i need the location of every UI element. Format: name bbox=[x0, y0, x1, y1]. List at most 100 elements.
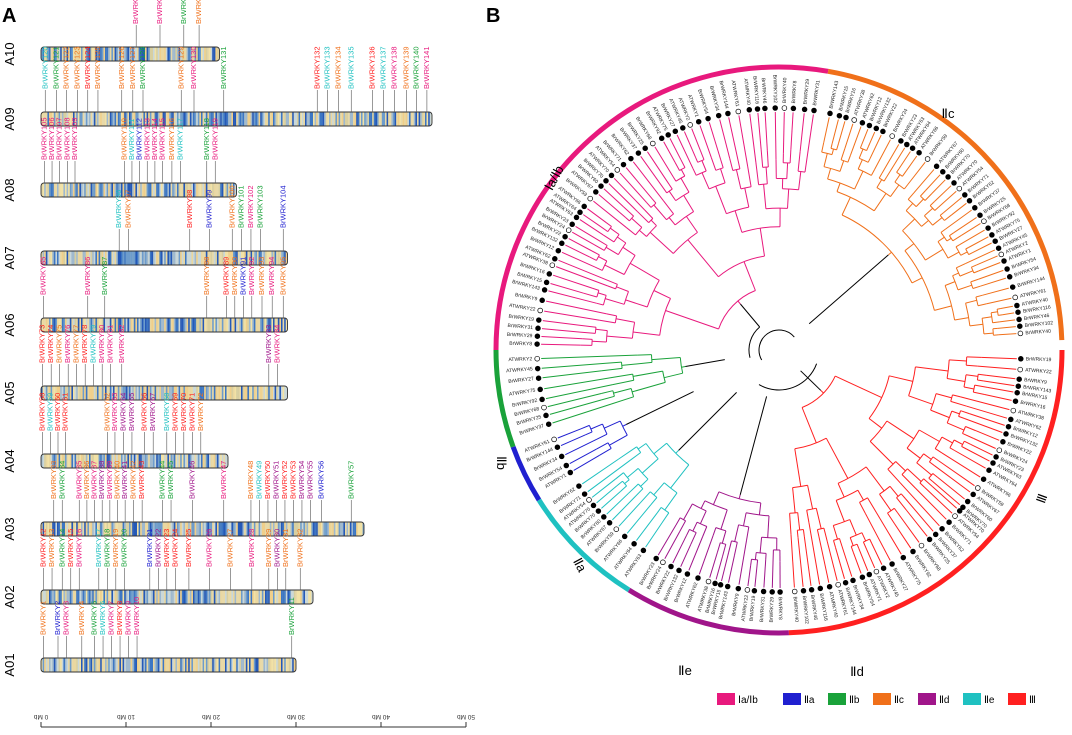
leaf-marker bbox=[851, 117, 857, 123]
gene-label: BrWRKY58 bbox=[38, 393, 47, 431]
gene-label: BrWRKY102 bbox=[246, 185, 255, 228]
tree-branch bbox=[998, 333, 1017, 336]
tree-branch bbox=[928, 477, 934, 482]
tree-branch bbox=[840, 148, 846, 160]
tree-branch bbox=[913, 169, 935, 194]
tree-branch bbox=[820, 389, 824, 394]
tree-branch bbox=[890, 184, 900, 197]
gene-label: BrWRKY108 bbox=[62, 117, 71, 160]
leaf-marker bbox=[672, 128, 679, 135]
tree-branch bbox=[571, 231, 595, 246]
tree-branch bbox=[606, 313, 617, 317]
leaf-marker bbox=[684, 571, 691, 577]
gene-label: BrWRKY59 bbox=[45, 393, 54, 431]
tree-branch bbox=[614, 472, 624, 480]
gene-label: BrWRKY132 bbox=[312, 46, 321, 89]
leaf-label: BrWRKY40 bbox=[782, 77, 789, 103]
tree-branch bbox=[998, 314, 1003, 316]
tree-branch bbox=[640, 156, 660, 183]
tree-arc bbox=[863, 538, 870, 543]
tree-branch bbox=[905, 203, 914, 211]
tree-arc bbox=[841, 214, 913, 284]
gene-label: BrWRKY53 bbox=[288, 461, 297, 499]
tree-branch bbox=[552, 403, 612, 424]
tree-branch bbox=[610, 373, 633, 379]
tree-branch bbox=[857, 159, 863, 170]
tree-branch bbox=[735, 169, 742, 190]
tree-branch bbox=[685, 529, 690, 537]
tree-branch bbox=[738, 494, 741, 499]
tree-branch bbox=[923, 453, 932, 460]
tree-branch bbox=[978, 262, 1001, 272]
tree-arc bbox=[607, 442, 612, 449]
tree-branch bbox=[541, 328, 581, 333]
tree-arc bbox=[726, 206, 749, 215]
tree-branch bbox=[958, 415, 965, 419]
tree-branch bbox=[611, 379, 634, 386]
gene-label: BrWRKY71 bbox=[187, 393, 196, 431]
tree-branch bbox=[672, 535, 687, 564]
group-arc bbox=[510, 445, 542, 502]
leaf-marker bbox=[975, 485, 981, 491]
tree-branch bbox=[607, 285, 616, 290]
tree-branch bbox=[601, 490, 622, 509]
tree-branch bbox=[699, 510, 707, 524]
tree-branch bbox=[547, 392, 602, 408]
leaf-label: BrWRKY144 bbox=[1017, 276, 1046, 289]
tree-branch bbox=[617, 236, 627, 244]
gene-label: BrWRKY35 bbox=[74, 461, 83, 499]
tree-backbone bbox=[808, 254, 889, 325]
leaf-marker bbox=[598, 183, 604, 189]
tree-branch bbox=[934, 305, 952, 311]
tree-branch bbox=[701, 160, 707, 172]
leaf-marker bbox=[650, 140, 656, 147]
tree-branch bbox=[934, 465, 971, 493]
leaf-marker bbox=[1000, 439, 1006, 445]
tree-branch bbox=[590, 423, 603, 430]
leaf-marker bbox=[1015, 309, 1021, 315]
tree-arc bbox=[876, 187, 891, 198]
tree-arc bbox=[827, 178, 855, 190]
gene-label: BrWRKY11 bbox=[287, 597, 296, 635]
tree-branch bbox=[737, 160, 741, 170]
tree-branch bbox=[674, 162, 680, 171]
tree-branch bbox=[797, 151, 801, 172]
tree-branch bbox=[900, 493, 906, 499]
tree-branch bbox=[622, 424, 627, 427]
gene-label: BrWRKY111 bbox=[127, 119, 136, 160]
tree-arc bbox=[596, 254, 600, 261]
tree-branch bbox=[924, 487, 953, 514]
group-label: Ⅲ bbox=[1033, 492, 1050, 506]
gene-label: BrWRKY23 bbox=[162, 529, 171, 567]
scale-label: 40 Mb bbox=[372, 713, 390, 720]
leaf-marker bbox=[614, 167, 621, 173]
tree-branch bbox=[950, 400, 967, 407]
gene-label: BrWRKY90 bbox=[230, 257, 239, 295]
tree-arc bbox=[758, 183, 768, 186]
tree-branch bbox=[869, 538, 873, 544]
density-stripes bbox=[41, 658, 296, 672]
leaf-marker bbox=[1006, 274, 1013, 280]
legend-swatch bbox=[873, 693, 891, 705]
gene-label: BrWRKY60 bbox=[53, 393, 62, 431]
chromosome-outline bbox=[40, 453, 229, 469]
tree-branch bbox=[899, 482, 940, 527]
leaf-marker bbox=[537, 386, 543, 393]
tree-branch bbox=[963, 386, 975, 390]
tree-branch bbox=[1002, 312, 1015, 316]
leaf-marker bbox=[900, 554, 907, 561]
gene-label: BrWRKY1 bbox=[39, 601, 48, 635]
gene-label: BrWRKY136 bbox=[368, 46, 377, 89]
leaf-marker bbox=[933, 163, 940, 170]
leaf-marker bbox=[725, 110, 731, 117]
tree-arc bbox=[840, 159, 849, 163]
leaf-marker bbox=[808, 587, 815, 593]
gene-label: BrWRKY143 bbox=[155, 0, 164, 24]
tree-branch bbox=[962, 432, 974, 439]
tree-branch bbox=[544, 310, 600, 321]
tree-branch bbox=[654, 146, 674, 178]
tree-arc bbox=[663, 482, 678, 494]
tree-arc bbox=[646, 280, 660, 308]
gene-label: BrWRKY15 bbox=[66, 529, 75, 567]
